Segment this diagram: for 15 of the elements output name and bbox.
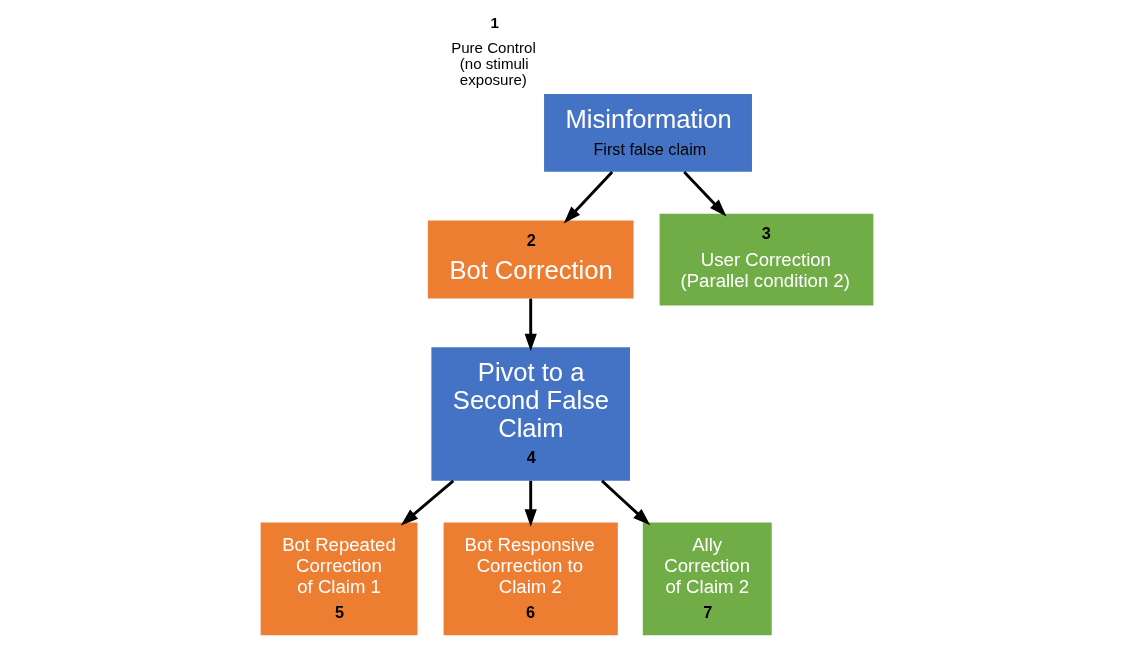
node-box: Bot Repeated Correction of Claim 1 5 [260, 522, 417, 636]
node-box: 3 User Correction (Parallel condition 2) [659, 213, 873, 306]
node-box: Misinformation First false claim [543, 94, 752, 172]
arrow [600, 479, 650, 526]
node-box: Ally Correction of Claim 2 7 [642, 522, 772, 636]
arrow [524, 298, 537, 352]
node-box: 2 Bot Correction [427, 220, 633, 299]
node-label: Pure Control (no stimuli exposure) [450, 38, 536, 89]
arrow [400, 479, 454, 526]
node-label: 1 [490, 14, 499, 32]
node-box: Bot Responsive Correction to Claim 2 6 [443, 522, 618, 636]
arrow [524, 480, 537, 527]
arrow [682, 171, 726, 217]
arrow [563, 171, 613, 224]
node-box: Pivot to a Second False Claim 4 [430, 347, 630, 481]
